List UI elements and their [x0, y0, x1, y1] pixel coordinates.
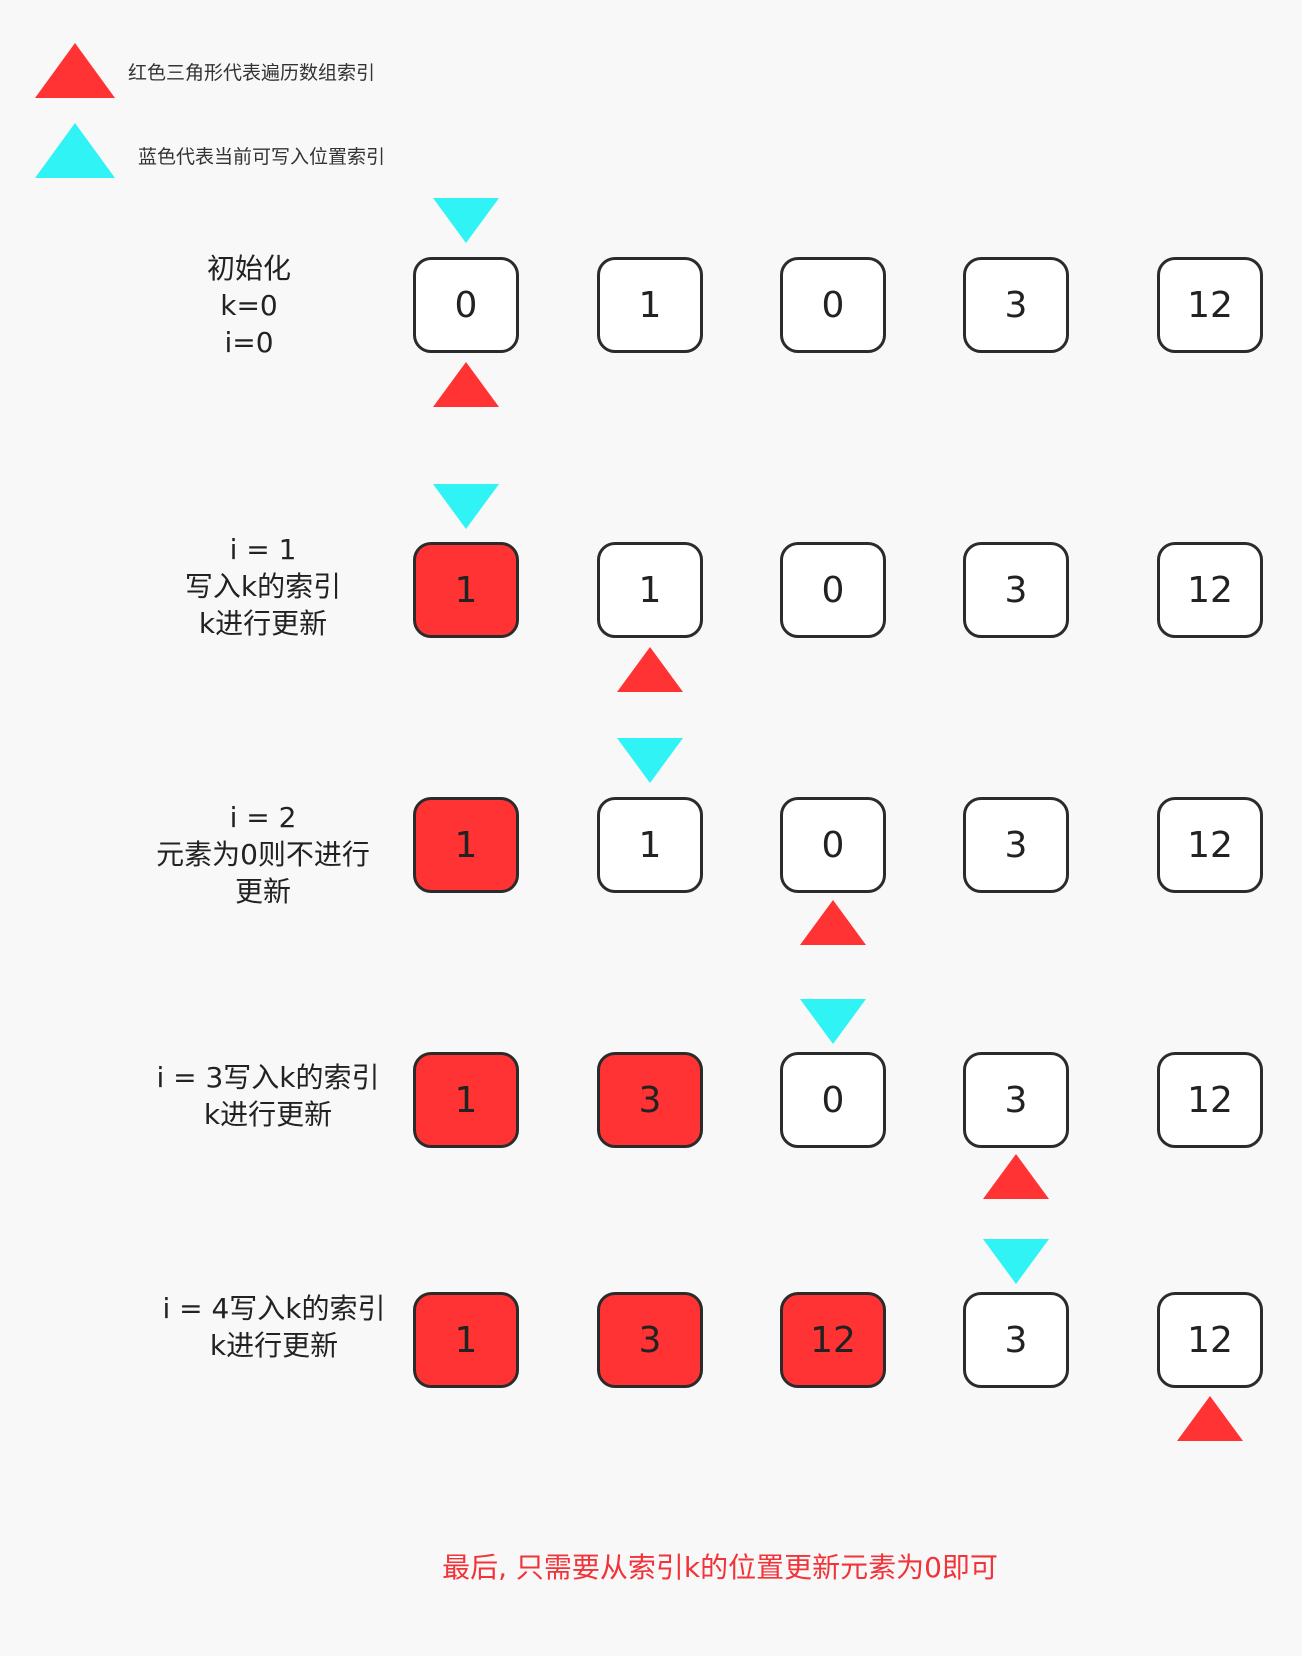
traverse-index-i-pointer-icon: [433, 362, 499, 407]
step-label: i = 1 写入k的索引 k进行更新: [113, 531, 413, 642]
step-label-line: k进行更新: [203, 1098, 333, 1131]
array-cell: 3: [597, 1052, 703, 1148]
step-label-line: i = 3写入k的索引: [156, 1061, 380, 1094]
step-label: i = 4写入k的索引 k进行更新: [124, 1290, 424, 1364]
step-label-line: k=0: [220, 289, 278, 322]
step-label-line: i=0: [224, 326, 274, 359]
step-label: 初始化 k=0 i=0: [99, 250, 399, 361]
step-label-line: i = 4写入k的索引: [162, 1292, 386, 1325]
traverse-index-i-pointer-icon: [1177, 1396, 1243, 1441]
step-label-line: k进行更新: [198, 607, 328, 640]
array-cell: 12: [1157, 542, 1263, 638]
step-label-line: k进行更新: [209, 1329, 339, 1362]
array-cell: 0: [780, 797, 886, 893]
blue-triangle-legend-icon: [35, 123, 115, 178]
array-cell: 0: [780, 542, 886, 638]
step-label: i = 3写入k的索引 k进行更新: [118, 1059, 418, 1133]
array-cell: 1: [413, 1292, 519, 1388]
array-cell: 0: [413, 257, 519, 353]
array-cell: 1: [597, 797, 703, 893]
array-cell: 3: [963, 257, 1069, 353]
write-index-k-pointer-icon: [800, 999, 866, 1044]
write-index-k-pointer-icon: [983, 1239, 1049, 1284]
array-cell: 1: [413, 1052, 519, 1148]
array-cell: 0: [780, 1052, 886, 1148]
array-cell: 12: [1157, 257, 1263, 353]
traverse-index-i-pointer-icon: [800, 900, 866, 945]
array-cell: 3: [963, 1292, 1069, 1388]
write-index-k-pointer-icon: [433, 198, 499, 243]
step-label: i = 2 元素为0则不进行更新: [113, 799, 413, 910]
footer-note: 最后, 只需要从索引k的位置更新元素为0即可: [442, 1551, 998, 1584]
traverse-index-i-pointer-icon: [983, 1154, 1049, 1199]
array-cell: 1: [413, 542, 519, 638]
red-triangle-legend-icon: [35, 43, 115, 98]
step-label-line: i = 2: [229, 801, 297, 834]
legend-red-text: 红色三角形代表遍历数组索引: [128, 62, 376, 84]
step-label-line: 初始化: [206, 252, 291, 285]
array-cell: 1: [413, 797, 519, 893]
step-label-line: 写入k的索引: [184, 570, 342, 603]
array-cell: 3: [963, 542, 1069, 638]
legend-blue-text: 蓝色代表当前可写入位置索引: [138, 146, 386, 168]
array-cell: 3: [597, 1292, 703, 1388]
array-cell: 12: [780, 1292, 886, 1388]
step-label-line: i = 1: [229, 533, 297, 566]
traverse-index-i-pointer-icon: [617, 647, 683, 692]
array-cell: 12: [1157, 1052, 1263, 1148]
array-cell: 3: [963, 797, 1069, 893]
array-cell: 12: [1157, 1292, 1263, 1388]
array-cell: 0: [780, 257, 886, 353]
array-cell: 12: [1157, 797, 1263, 893]
write-index-k-pointer-icon: [433, 484, 499, 529]
array-cell: 1: [597, 257, 703, 353]
step-label-line: 更新: [234, 875, 291, 908]
step-label-line: 元素为0则不进行: [156, 838, 370, 871]
array-cell: 1: [597, 542, 703, 638]
write-index-k-pointer-icon: [617, 738, 683, 783]
array-cell: 3: [963, 1052, 1069, 1148]
